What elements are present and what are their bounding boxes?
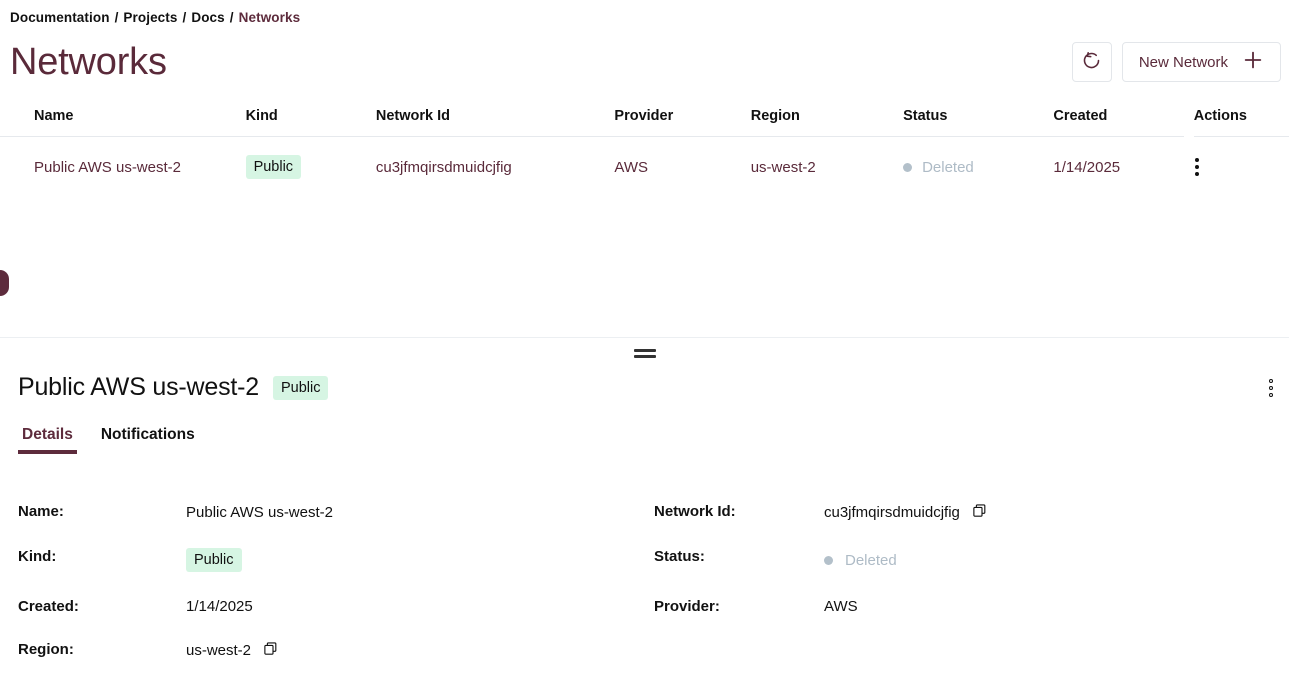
column-header-kind[interactable]: Kind [245, 96, 376, 137]
page-header: Networks New Network [0, 28, 1289, 96]
field-value-region: us-west-2 [186, 642, 252, 660]
refresh-button[interactable] [1071, 42, 1112, 82]
new-network-label: New Network [1138, 53, 1228, 71]
page-title: Networks [10, 41, 167, 83]
breadcrumb-separator: / [114, 9, 119, 25]
breadcrumb: Documentation / Projects / Docs / Networ… [0, 0, 1289, 28]
field-value-network-id-wrap: cu3jfmqirsdmuidcjfig [824, 490, 1279, 535]
breadcrumb-item-docs[interactable]: Docs [191, 9, 225, 25]
field-value-empty [824, 628, 1279, 673]
new-network-button[interactable]: New Network [1121, 42, 1281, 82]
column-header-region[interactable]: Region [750, 96, 904, 137]
copy-icon[interactable] [263, 641, 278, 660]
table-row[interactable]: Public AWS us-west-2 Public cu3jfmqirsdm… [0, 137, 1289, 198]
field-value-status-wrap: Deleted [824, 535, 1279, 585]
column-header-created[interactable]: Created [1053, 96, 1189, 137]
header-actions: New Network [1071, 42, 1281, 82]
detail-title: Public AWS us-west-2 [18, 373, 259, 402]
networks-table-container: Name Kind Network Id Provider Region Sta… [0, 96, 1289, 296]
field-label-region: Region: [18, 641, 74, 659]
column-header-status[interactable]: Status [903, 96, 1054, 137]
breadcrumb-separator: / [182, 9, 187, 25]
column-header-actions: Actions [1188, 96, 1289, 137]
detail-header: Public AWS us-west-2 Public [18, 367, 1279, 402]
drag-handle-icon[interactable] [633, 349, 656, 359]
tab-details[interactable]: Details [18, 426, 77, 455]
detail-kebab-menu-icon[interactable] [1263, 378, 1279, 397]
breadcrumb-item-networks[interactable]: Networks [238, 9, 301, 25]
cell-provider: AWS [614, 158, 649, 176]
field-value-created: 1/14/2025 [186, 598, 253, 616]
cell-name: Public AWS us-west-2 [34, 158, 181, 176]
status-dot-icon [903, 162, 913, 172]
field-label-kind: Kind: [18, 548, 57, 566]
column-header-name[interactable]: Name [0, 96, 246, 137]
field-value-region-wrap: us-west-2 [186, 628, 654, 673]
field-value-network-id: cu3jfmqirsdmuidcjfig [824, 504, 960, 522]
field-label-network-id: Network Id: [654, 503, 736, 521]
cell-created: 1/14/2025 [1053, 158, 1121, 176]
field-label-empty [654, 628, 824, 673]
breadcrumb-separator: / [229, 9, 234, 25]
cell-status: Deleted [903, 137, 1053, 198]
field-label-created: Created: [18, 598, 79, 616]
field-label-name: Name: [18, 503, 64, 521]
field-label-status: Status: [654, 548, 705, 566]
field-value-kind: Public [186, 548, 242, 573]
tabs-underline-track [18, 462, 1271, 465]
status-badge: Deleted [922, 158, 974, 176]
copy-icon[interactable] [972, 503, 987, 522]
refresh-icon [1081, 50, 1102, 74]
row-kebab-menu-icon[interactable] [1189, 158, 1205, 177]
field-value-provider: AWS [824, 598, 858, 616]
tab-notifications[interactable]: Notifications [100, 426, 195, 444]
kind-badge: Public [245, 155, 302, 180]
detail-panel: Public AWS us-west-2 Public Details Noti… [0, 367, 1289, 673]
cell-network-id: cu3jfmqirsdmuidcjfig [375, 158, 512, 176]
column-header-network-id[interactable]: Network Id [375, 96, 615, 137]
cell-region: us-west-2 [750, 158, 816, 176]
panel-splitter[interactable] [0, 337, 1289, 367]
table-header-row: Name Kind Network Id Provider Region Sta… [0, 96, 1289, 137]
row-selection-indicator [0, 270, 9, 296]
field-value-name: Public AWS us-west-2 [186, 504, 333, 522]
breadcrumb-item-documentation[interactable]: Documentation [10, 9, 110, 25]
field-label-provider: Provider: [654, 598, 720, 616]
breadcrumb-item-projects[interactable]: Projects [123, 9, 178, 25]
cell-actions [1189, 137, 1289, 198]
detail-fields: Name: Public AWS us-west-2 Network Id: c… [18, 490, 1279, 673]
networks-table: Name Kind Network Id Provider Region Sta… [0, 96, 1289, 197]
detail-kind-badge: Public [272, 375, 329, 400]
field-value-status: Deleted [845, 551, 897, 569]
plus-icon [1242, 49, 1264, 75]
column-header-provider[interactable]: Provider [614, 96, 751, 137]
field-value-kind-wrap: Public [186, 535, 654, 585]
cell-kind: Public [245, 137, 376, 198]
detail-tabs: Details Notifications [18, 426, 1279, 465]
status-dot-icon [824, 555, 833, 565]
